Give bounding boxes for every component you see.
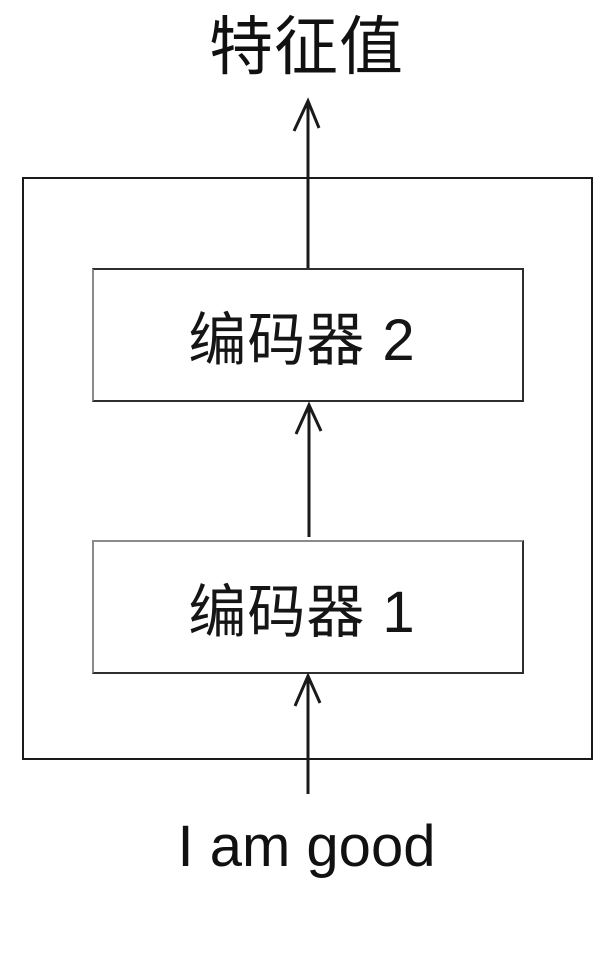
encoder-1-label: 编码器 1 (188, 580, 416, 645)
input-label: I am good (177, 814, 436, 879)
output-label: 特征值 (209, 11, 404, 83)
encoder-2-box: 编码器 2 (92, 268, 524, 402)
encoder-2-label: 编码器 2 (188, 308, 416, 373)
encoder-1-box: 编码器 1 (92, 540, 524, 674)
